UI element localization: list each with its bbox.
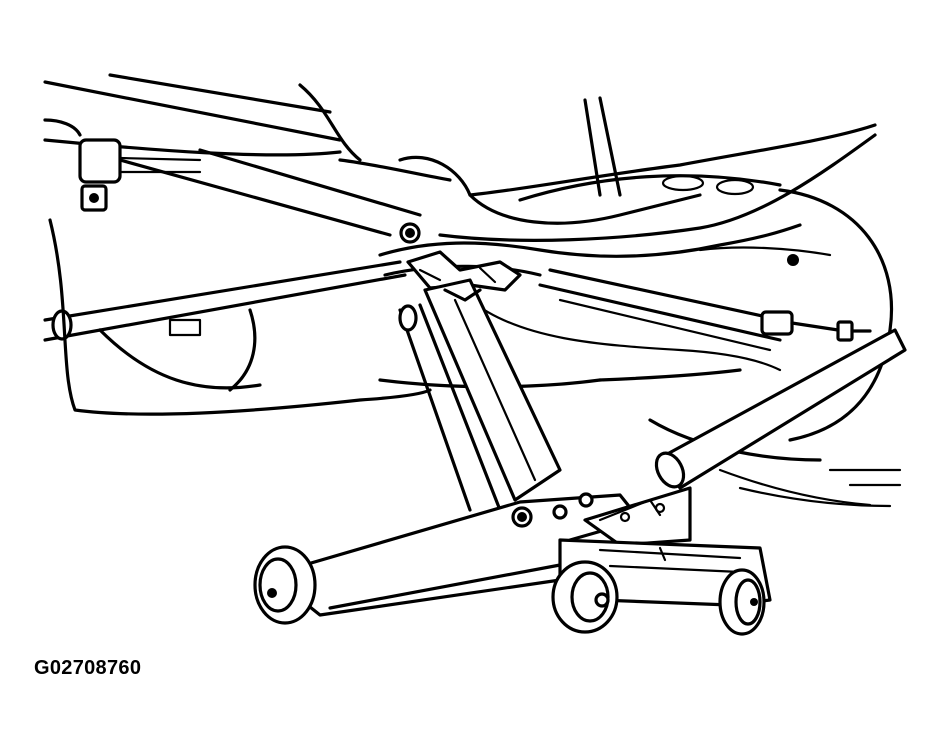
jack-front-wheel [255,547,315,623]
figure-id-label: G02708760 [34,657,142,679]
floor-jack [270,280,905,615]
jack-rear-wheel-right [720,570,764,634]
axle-and-jack-saddle [380,224,800,290]
jack-rear-wheel-left [553,562,617,632]
vehicle-underbody [45,75,900,506]
